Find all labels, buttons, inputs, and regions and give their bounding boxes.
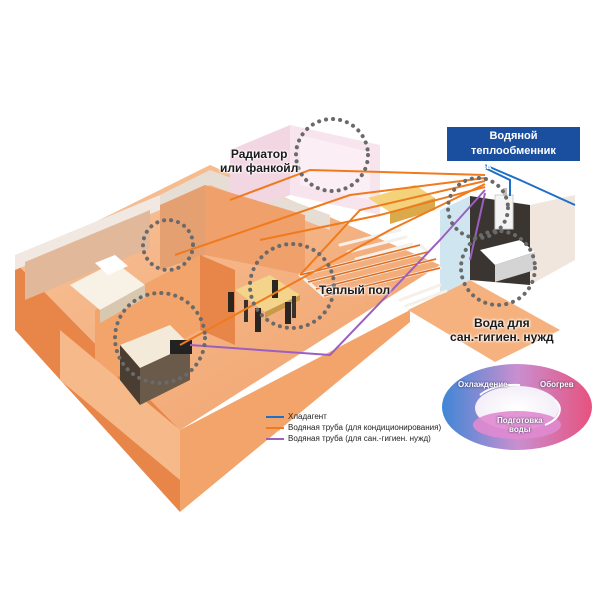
legend: Хладагент Водяная труба (для кондиционир… [266,411,466,444]
highlight-circles [113,117,537,385]
legend-item-water-sanitary: Водяная труба (для сан.-гигиен. нужд) [266,433,466,444]
cycle-cooling-label: Охлаждение [458,380,508,389]
cycle-arrow-right [544,399,561,426]
refrigerant-pipe [484,164,576,206]
legend-item-water-ac: Водяная труба (для кондиционирования) [266,422,466,433]
heat-exchanger-label: Водяной теплообменник + Бак-аккумулятор [447,127,580,172]
highlight-tank [446,176,510,240]
cycle-arrow-top [479,383,521,396]
floor-heating-label: Теплый пол [319,283,391,297]
cycle-water-prep-label: Подготовка воды [497,416,543,434]
highlight-radiator-top [294,117,370,193]
highlight-water [459,229,537,307]
legend-swatch-water-ac [266,427,284,429]
bed [70,255,145,323]
legend-swatch-refrigerant [266,416,284,418]
highlight-floor [248,242,336,330]
legend-item-refrigerant: Хладагент [266,411,466,422]
sanitary-water-label: Вода для сан.-гигиен. нужд [450,316,554,344]
bathroom [440,188,575,295]
floor-heating-coils-pipe [299,244,441,297]
legend-swatch-water-sanitary [266,438,284,440]
mode-cycle-disc [442,364,592,450]
highlight-kitchen [113,291,207,385]
radiator-label: Радиатор или фанкойл [220,147,299,175]
cycle-heating-label: Обогрев [540,380,574,389]
highlight-radiator-bedroom [141,218,195,272]
water-pipe-sanitary [189,189,486,357]
